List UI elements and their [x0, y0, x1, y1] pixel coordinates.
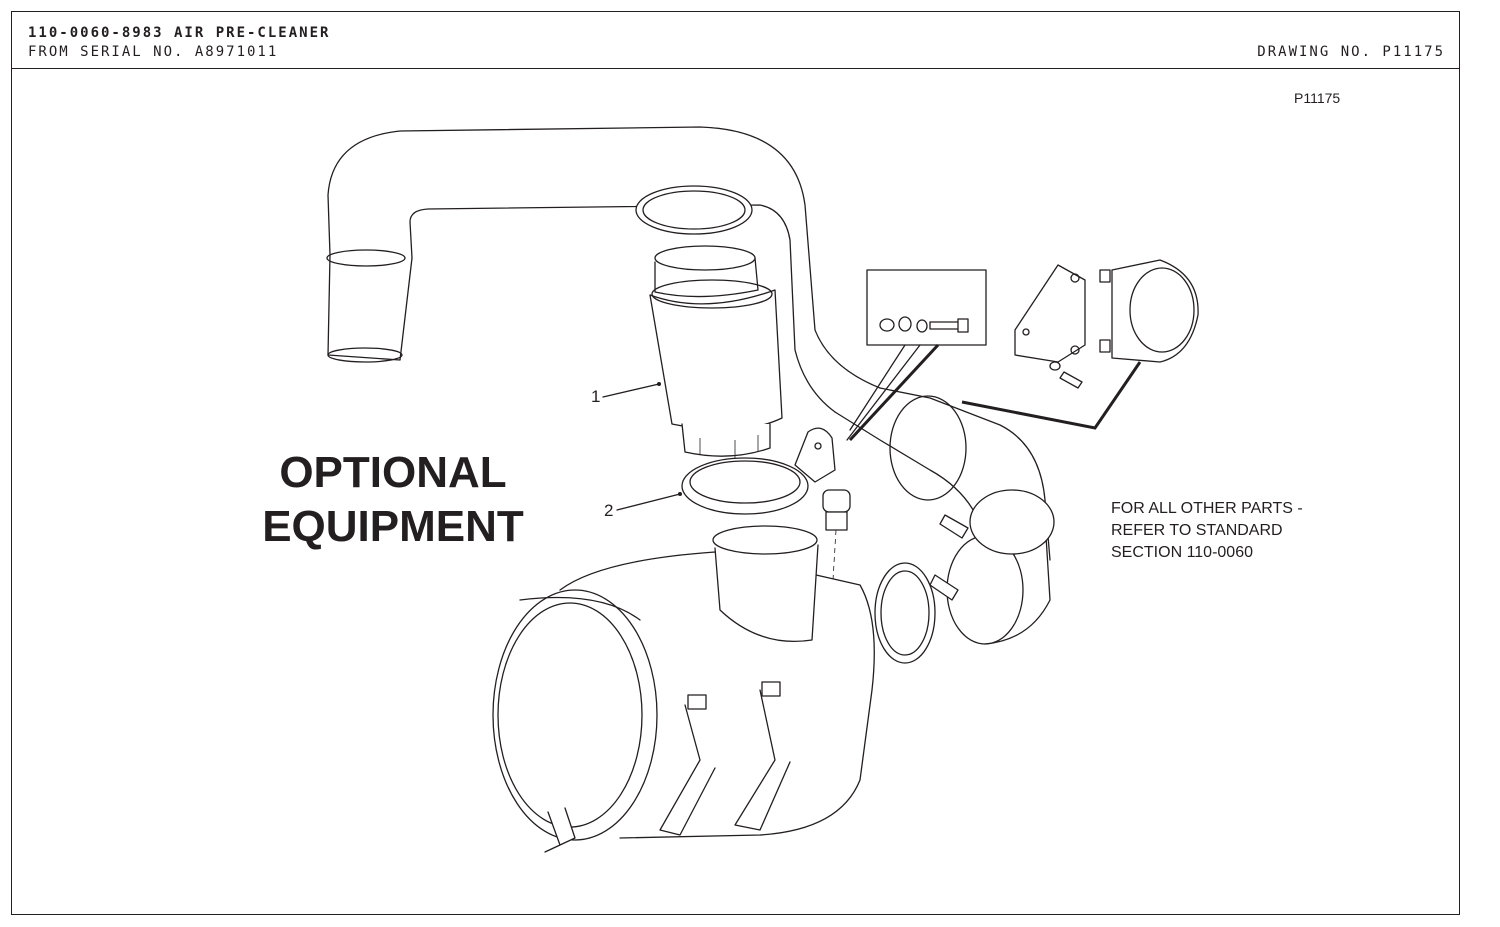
part-title: 110-0060-8983 AIR PRE-CLEANER: [28, 25, 331, 41]
outlet-elbow: [874, 395, 1055, 664]
note-line-1: FOR ALL OTHER PARTS -: [1111, 500, 1303, 517]
valve-fitting: [822, 489, 851, 581]
drawing-number: DRAWING NO. P11175: [1257, 44, 1445, 60]
hardware-detail-inset: [846, 269, 987, 441]
note-line-3: SECTION 110-0060: [1111, 544, 1253, 561]
optional-line-1: OPTIONAL: [279, 448, 507, 497]
callout-1: 1: [591, 387, 601, 406]
header-divider: [11, 68, 1460, 69]
serial-number: FROM SERIAL NO. A8971011: [28, 44, 279, 60]
figure-reference-code: P11175: [1294, 90, 1341, 106]
optional-equipment-label: OPTIONAL EQUIPMENT: [242, 446, 544, 554]
optional-line-2: EQUIPMENT: [262, 502, 524, 551]
page-frame: [11, 11, 1460, 915]
inset-leader-line: [848, 343, 940, 442]
callout-leaders: [602, 382, 682, 511]
note-line-2: REFER TO STANDARD: [1111, 522, 1283, 539]
callout-2: 2: [604, 501, 614, 520]
mounting-bracket: [1014, 259, 1199, 389]
reference-note: FOR ALL OTHER PARTS - REFER TO STANDARD …: [1111, 498, 1303, 564]
clamp-ring: [681, 427, 836, 515]
air-cleaner-housing: [492, 525, 875, 853]
gasket-ring: [635, 185, 753, 235]
intake-pipe: [326, 126, 1051, 561]
pre-cleaner-element: [649, 245, 783, 458]
bracket-leader-line: [961, 361, 1142, 430]
